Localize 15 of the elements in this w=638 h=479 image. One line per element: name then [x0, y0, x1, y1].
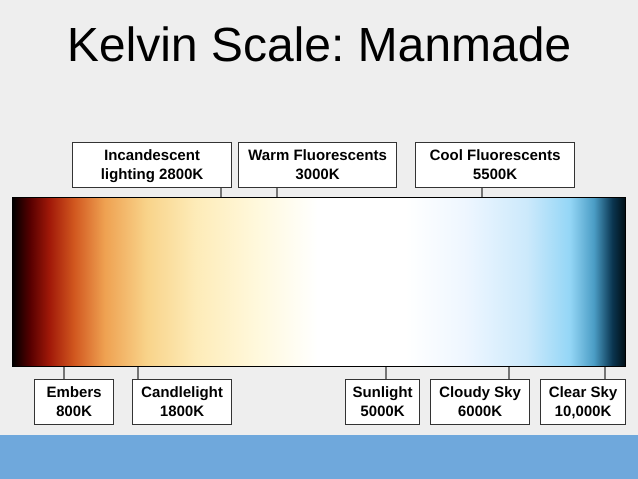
color-gradient-bar: [12, 197, 626, 367]
label-box: Candlelight 1800K: [132, 379, 232, 425]
leader-line: [508, 367, 510, 379]
leader-line: [63, 367, 65, 379]
leader-line: [385, 367, 387, 379]
label-box: Incandescent lighting 2800K: [72, 142, 232, 188]
label-box: Clear Sky 10,000K: [540, 379, 626, 425]
label-box: Embers 800K: [34, 379, 114, 425]
leader-line: [604, 367, 606, 379]
label-box: Sunlight 5000K: [345, 379, 420, 425]
label-box: Warm Fluorescents 3000K: [238, 142, 397, 188]
label-box: Cool Fluorescents 5500K: [415, 142, 575, 188]
leader-line: [137, 367, 139, 379]
title: Kelvin Scale: Manmade: [66, 18, 572, 73]
label-box: Cloudy Sky 6000K: [430, 379, 530, 425]
